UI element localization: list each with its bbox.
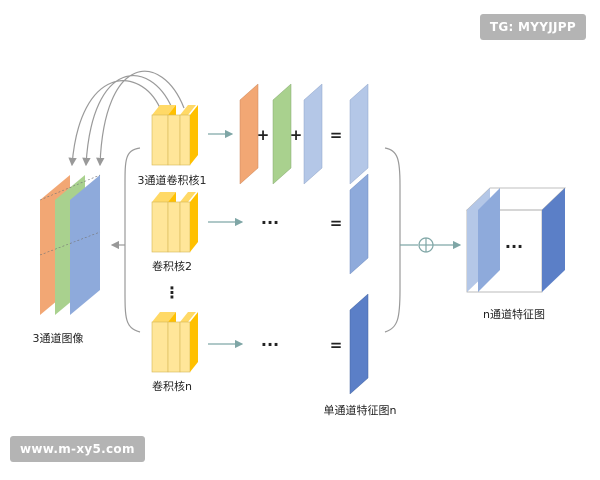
row-1-computation: + + = bbox=[239, 83, 369, 185]
kernel-1: 3通道卷积核1 bbox=[138, 105, 207, 187]
equals-sign-n: = bbox=[330, 336, 343, 354]
plus-sign-2: + bbox=[290, 126, 303, 144]
feature-map-1 bbox=[349, 83, 369, 185]
right-bracket bbox=[384, 147, 462, 333]
conv-channel-blue bbox=[303, 83, 323, 185]
feature-map-n bbox=[349, 293, 369, 395]
single-feature-map-label: 单通道特征图n bbox=[324, 403, 397, 417]
kernel-n-label: 卷积核n bbox=[152, 379, 192, 393]
input-channel-blue bbox=[70, 175, 100, 315]
curve-arrow-2 bbox=[82, 75, 173, 167]
kernel-to-input-arrows bbox=[68, 70, 185, 167]
output-feature-map: ··· n通道特征图 bbox=[466, 187, 566, 321]
kernel-2-label: 卷积核2 bbox=[152, 259, 192, 273]
curve-arrow-1 bbox=[68, 80, 161, 167]
equals-sign-1: = bbox=[330, 126, 343, 144]
curve-arrow-3 bbox=[96, 70, 185, 167]
row-2-computation: ··· = bbox=[261, 173, 369, 275]
equals-sign-2: = bbox=[330, 214, 343, 232]
feature-map-2 bbox=[349, 173, 369, 275]
conv-channel-orange bbox=[239, 83, 259, 185]
output-ellipsis: ··· bbox=[505, 237, 523, 256]
row-n-computation: ··· = 单通道特征图n bbox=[261, 293, 397, 417]
watermark-bottom: www.m-xy5.com bbox=[10, 436, 145, 462]
conv-channel-green bbox=[272, 83, 292, 185]
kernel-1-label: 3通道卷积核1 bbox=[138, 173, 207, 187]
output-channel-2 bbox=[478, 188, 500, 292]
kernel-2: 卷积核2 bbox=[151, 192, 198, 273]
n-feature-map-label: n通道特征图 bbox=[483, 307, 545, 321]
left-bracket bbox=[110, 147, 141, 333]
vertical-ellipsis: ⋮ bbox=[164, 283, 180, 302]
ellipsis-n: ··· bbox=[261, 335, 279, 354]
input-image: 3通道图像 bbox=[33, 174, 101, 345]
kernel-n: 卷积核n bbox=[151, 312, 198, 393]
watermark-top: TG: MYYJJPP bbox=[479, 14, 586, 40]
plus-sign-1: + bbox=[257, 126, 270, 144]
ellipsis-2: ··· bbox=[261, 213, 279, 232]
input-image-label: 3通道图像 bbox=[33, 331, 84, 345]
